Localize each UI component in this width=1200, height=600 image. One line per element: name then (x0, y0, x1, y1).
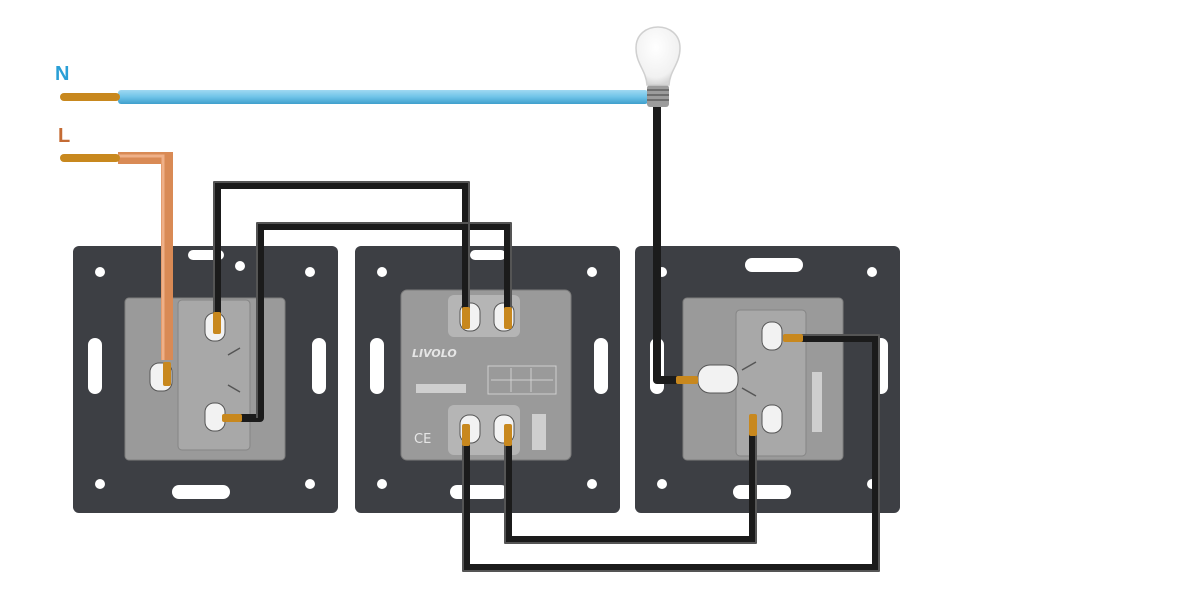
traveler-wire-top-2 (238, 222, 512, 422)
light-bulb-icon (635, 26, 681, 107)
traveler-wire-top-1 (213, 181, 470, 318)
switch-wires (213, 105, 880, 572)
neutral-label: N (55, 63, 69, 85)
switch-module-middle: LIVOLO CE (400, 289, 572, 461)
switch-module-right (682, 297, 844, 461)
ce-mark: CE (414, 432, 431, 447)
live-wire (60, 152, 173, 360)
terminal-tips (163, 307, 803, 446)
traveler-wire-bottom-1 (462, 334, 880, 572)
traveler-wire-bottom-2 (504, 420, 757, 544)
brand-mark: LIVOLO (412, 347, 457, 360)
neutral-wire (60, 90, 648, 104)
live-label: L (58, 125, 70, 147)
